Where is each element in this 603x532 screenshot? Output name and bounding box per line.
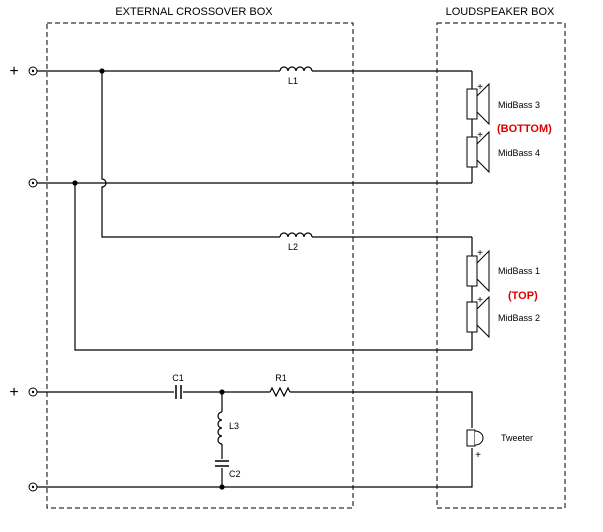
crossover-box-outline xyxy=(46,22,354,509)
terminal-tweeter-positive xyxy=(28,387,38,397)
label-l3: L3 xyxy=(229,421,239,431)
speaker-tweeter xyxy=(466,429,484,447)
label-c2: C2 xyxy=(229,469,241,479)
speaker-midbass1 xyxy=(466,249,490,293)
polarity-tweeter: + xyxy=(475,450,481,461)
wire-tweeter-negative xyxy=(37,448,473,488)
wire-negative-return xyxy=(74,183,472,351)
polarity-midbass2: + xyxy=(477,295,483,306)
label-midbass1: MidBass 1 xyxy=(498,266,540,276)
wire-r1-to-tweeter xyxy=(290,391,473,428)
polarity-midbass3: + xyxy=(477,82,483,93)
label-bottom-group: (BOTTOM) xyxy=(497,123,552,135)
inductor-l3 xyxy=(217,411,223,445)
capacitor-c2 xyxy=(215,460,229,467)
polarity-midbass1: + xyxy=(477,248,483,259)
label-tweeter: Tweeter xyxy=(501,433,533,443)
label-r1: R1 xyxy=(275,373,287,383)
speaker-box-outline xyxy=(436,22,566,509)
speaker-midbass4 xyxy=(466,130,490,174)
label-midbass4: MidBass 4 xyxy=(498,148,540,158)
label-midbass2: MidBass 2 xyxy=(498,313,540,323)
plus-sign-woofer: + xyxy=(9,63,18,80)
speaker-box-title: LOUDSPEAKER BOX xyxy=(446,6,555,18)
crossover-box-title: EXTERNAL CROSSOVER BOX xyxy=(115,6,273,18)
terminal-woofer-positive xyxy=(28,66,38,76)
label-midbass3: MidBass 3 xyxy=(498,100,540,110)
label-c1: C1 xyxy=(172,373,184,383)
capacitor-c1 xyxy=(175,385,182,399)
resistor-r1 xyxy=(269,386,291,398)
label-l2: L2 xyxy=(288,242,298,252)
inductor-l1 xyxy=(279,66,313,72)
speaker-midbass2 xyxy=(466,295,490,339)
inductor-l2 xyxy=(279,232,313,238)
wire-branch-top-pair xyxy=(101,71,280,238)
plus-sign-tweeter: + xyxy=(9,384,18,401)
label-top-group: (TOP) xyxy=(508,290,538,302)
polarity-midbass4: + xyxy=(477,130,483,141)
label-l1: L1 xyxy=(288,76,298,86)
speaker-midbass3 xyxy=(466,82,490,126)
terminal-woofer-negative xyxy=(28,178,38,188)
terminal-tweeter-negative xyxy=(28,482,38,492)
